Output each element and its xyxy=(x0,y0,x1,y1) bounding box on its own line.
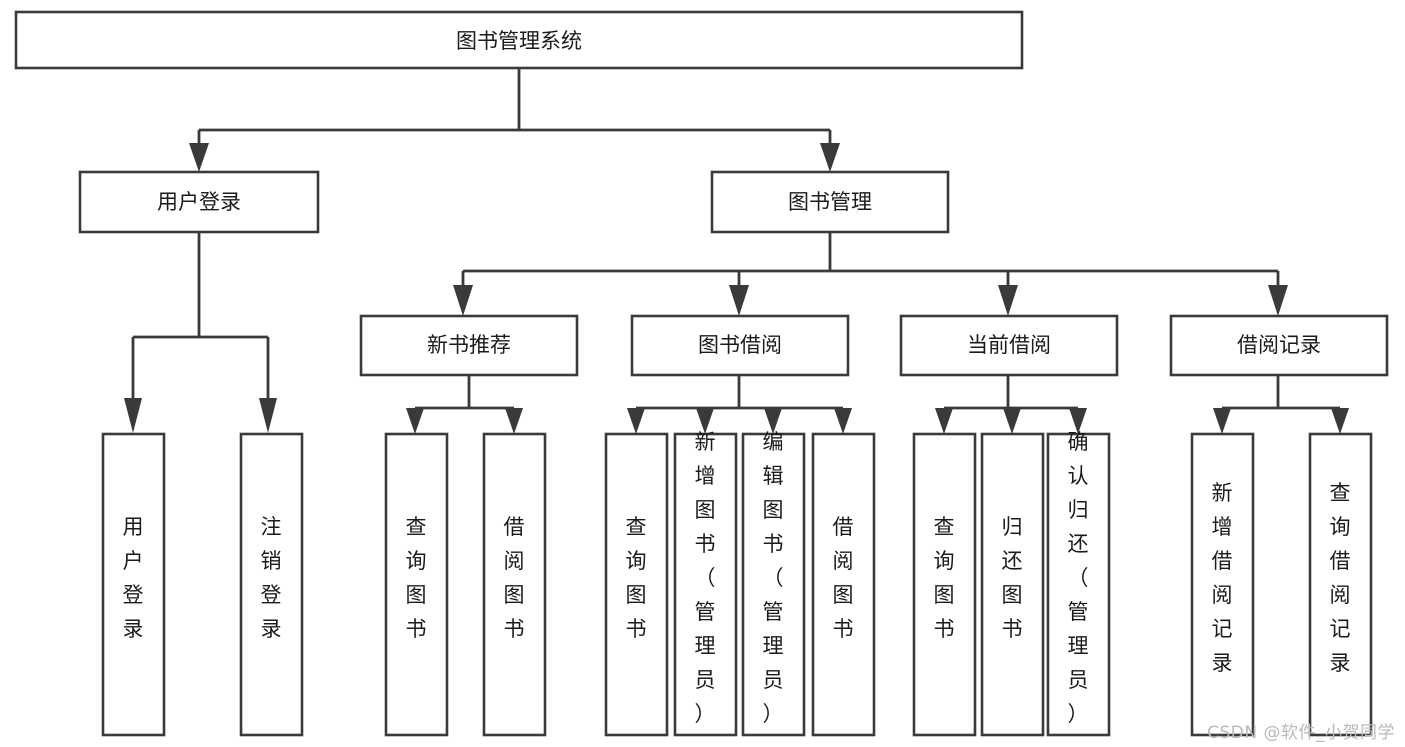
leaf-borrow-record-2-label: 查询借阅记录 xyxy=(1330,481,1351,675)
node-book-management-label: 图书管理 xyxy=(788,190,872,214)
arrow-record-leaf-1 xyxy=(1213,408,1231,434)
leaf-current-borrow-1[interactable]: 查询图书 xyxy=(912,432,977,737)
node-new-book-recommend[interactable]: 新书推荐 xyxy=(359,314,579,377)
leaf-new-book-1[interactable]: 查询图书 xyxy=(384,432,449,737)
node-borrow-record-label: 借阅记录 xyxy=(1237,333,1321,357)
node-book-borrow[interactable]: 图书借阅 xyxy=(630,314,850,377)
arrow-borrow-leaf-3 xyxy=(764,408,782,434)
leaf-book-borrow-2-box[interactable] xyxy=(673,432,738,737)
node-borrow-record[interactable]: 借阅记录 xyxy=(1169,314,1389,377)
leaf-user-login-2-box[interactable] xyxy=(239,432,304,737)
arrow-bookmgmt-to-current xyxy=(998,285,1018,316)
node-root-label: 图书管理系统 xyxy=(456,29,582,53)
leaf-book-borrow-3-box[interactable] xyxy=(741,432,806,737)
node-current-borrow[interactable]: 当前借阅 xyxy=(899,314,1119,377)
leaf-book-borrow-1-label: 查询图书 xyxy=(626,515,647,641)
arrow-current-leaf-2 xyxy=(1003,408,1021,434)
leaf-new-book-2[interactable]: 借阅图书 xyxy=(482,432,547,737)
leaf-book-borrow-3-label: 编辑图书（管理员） xyxy=(763,430,784,726)
arrow-current-leaf-3 xyxy=(1069,408,1087,434)
leaf-new-book-1-label: 查询图书 xyxy=(406,515,427,641)
leaf-borrow-record-1-box[interactable] xyxy=(1190,432,1255,737)
leaf-book-borrow-2[interactable]: 新增图书（管理员） xyxy=(673,430,738,737)
arrow-borrow-leaf-1 xyxy=(627,408,645,434)
leaf-borrow-record-2-box[interactable] xyxy=(1308,432,1373,737)
leaf-new-book-2-box[interactable] xyxy=(482,432,547,737)
leaf-book-borrow-3[interactable]: 编辑图书（管理员） xyxy=(741,430,806,737)
arrow-bookmgmt-to-newbook xyxy=(453,285,473,316)
arrow-record-leaf-2 xyxy=(1331,408,1349,434)
arrow-newbook-leaf-2 xyxy=(505,408,523,434)
leaf-user-login-1-label: 用户登录 xyxy=(123,515,144,641)
leaf-new-book-1-box[interactable] xyxy=(384,432,449,737)
leaf-current-borrow-2-label: 归还图书 xyxy=(1002,515,1023,641)
leaf-user-login-1[interactable]: 用户登录 xyxy=(101,432,166,737)
node-user-login-label: 用户登录 xyxy=(157,190,241,214)
leaf-book-borrow-4-label: 借阅图书 xyxy=(833,515,854,641)
leaf-user-login-2-label: 注销登录 xyxy=(261,515,282,641)
arrow-bookmgmt-to-borrow xyxy=(729,285,749,316)
leaf-current-borrow-1-label: 查询图书 xyxy=(934,515,955,641)
node-new-book-recommend-label: 新书推荐 xyxy=(427,333,511,357)
node-current-borrow-label: 当前借阅 xyxy=(967,333,1051,357)
node-book-borrow-label: 图书借阅 xyxy=(698,333,782,357)
arrow-current-leaf-1 xyxy=(935,408,953,434)
leaf-current-borrow-2[interactable]: 归还图书 xyxy=(980,432,1045,737)
leaf-book-borrow-1[interactable]: 查询图书 xyxy=(604,432,669,737)
leaf-user-login-1-box[interactable] xyxy=(101,432,166,737)
leaf-current-borrow-3-label: 确认归还（管理员） xyxy=(1068,430,1089,726)
leaf-new-book-2-label: 借阅图书 xyxy=(504,515,525,641)
node-book-borrow-box[interactable] xyxy=(630,314,850,377)
leaf-book-borrow-4[interactable]: 借阅图书 xyxy=(811,432,876,737)
node-borrow-record-box[interactable] xyxy=(1169,314,1389,377)
leaf-current-borrow-2-box[interactable] xyxy=(980,432,1045,737)
node-user-login[interactable]: 用户登录 xyxy=(78,170,320,234)
arrow-root-to-login xyxy=(189,143,209,172)
arrow-newbook-leaf-1 xyxy=(406,408,424,434)
csdn-watermark: CSDN @软件_小贺同学 xyxy=(1207,723,1395,743)
leaf-book-borrow-4-box[interactable] xyxy=(811,432,876,737)
connector-layer xyxy=(124,68,1349,434)
node-root-box[interactable] xyxy=(14,10,1024,70)
node-book-management[interactable]: 图书管理 xyxy=(710,170,950,234)
arrow-bookmgmt-to-record xyxy=(1268,285,1288,316)
leaf-borrow-record-1[interactable]: 新增借阅记录 xyxy=(1190,432,1255,737)
leaf-book-borrow-1-box[interactable] xyxy=(604,432,669,737)
arrow-borrow-leaf-4 xyxy=(834,408,852,434)
node-book-management-box[interactable] xyxy=(710,170,950,234)
leaf-book-borrow-2-label: 新增图书（管理员） xyxy=(695,430,716,726)
node-user-login-box[interactable] xyxy=(78,170,320,234)
leaf-current-borrow-1-box[interactable] xyxy=(912,432,977,737)
node-root[interactable]: 图书管理系统 xyxy=(14,10,1024,70)
arrow-root-to-bookmgmt xyxy=(820,143,840,172)
leaf-user-login-2[interactable]: 注销登录 xyxy=(239,432,304,737)
leaf-current-borrow-3[interactable]: 确认归还（管理员） xyxy=(1046,430,1111,737)
node-new-book-recommend-box[interactable] xyxy=(359,314,579,377)
arrow-login-leaf-2 xyxy=(259,398,277,433)
node-current-borrow-box[interactable] xyxy=(899,314,1119,377)
arrow-login-leaf-1 xyxy=(124,398,142,433)
leaf-current-borrow-3-box[interactable] xyxy=(1046,432,1111,737)
arrow-borrow-leaf-2 xyxy=(696,408,714,434)
leaf-borrow-record-1-label: 新增借阅记录 xyxy=(1212,481,1233,675)
leaf-borrow-record-2[interactable]: 查询借阅记录 xyxy=(1308,432,1373,737)
